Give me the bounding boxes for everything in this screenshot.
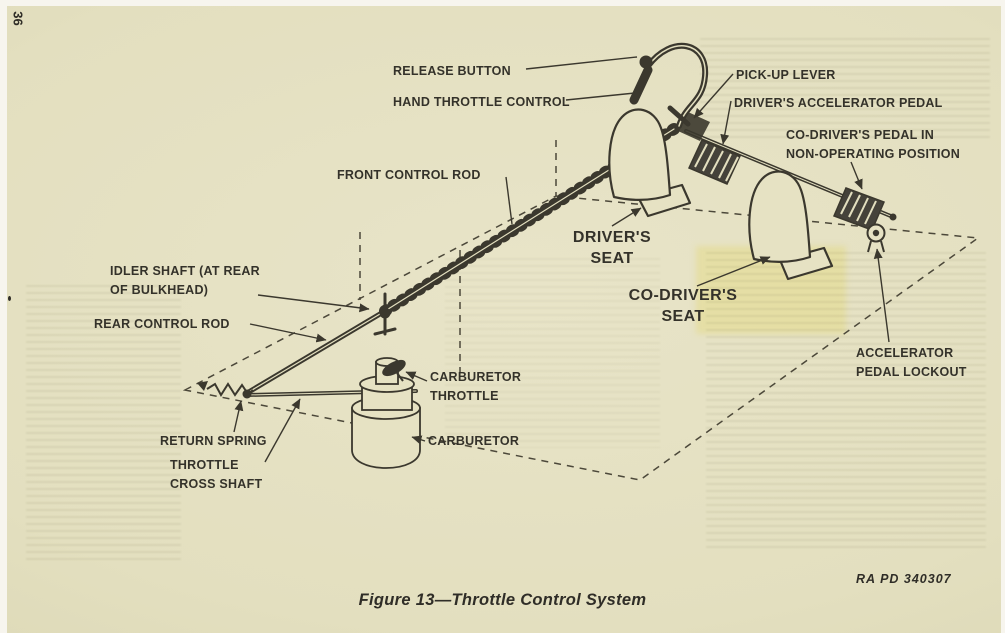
leader-idler-shaft	[257, 294, 370, 313]
co-drivers-seat-drawing	[748, 170, 834, 281]
leader-front-control-rod	[505, 176, 513, 225]
drivers-accelerator-pedal-drawing	[687, 139, 742, 185]
idler-shaft-drawing	[373, 292, 397, 336]
scan-speck	[8, 296, 11, 301]
pick-up-lever-part	[667, 105, 691, 127]
scan-edge	[1001, 0, 1005, 633]
label-accelerator-pedal-lockout: ACCELERATOR PEDAL LOCKOUT	[856, 346, 967, 379]
co-drivers-pedal-drawing	[832, 187, 886, 231]
leader-co-drivers-seat	[696, 256, 771, 287]
label-throttle-cross-shaft: THROTTLE CROSS SHAFT	[170, 458, 263, 491]
leader-release-button	[525, 56, 638, 70]
leader-carburetor	[411, 435, 426, 445]
leader-carburetor-throttle	[405, 371, 428, 382]
spring-anchor-arrow	[197, 381, 208, 391]
label-return-spring: RETURN SPRING	[160, 434, 267, 448]
figure-caption: Figure 13—Throttle Control System	[358, 591, 647, 609]
leader-return-spring	[233, 400, 244, 433]
label-front-control-rod: FRONT CONTROL ROD	[337, 168, 481, 182]
leader-pedal-lockout	[873, 248, 890, 343]
hand-throttle-assembly	[629, 42, 710, 141]
hand-throttle-handle	[629, 65, 653, 105]
plate-code: RA PD 340307	[856, 572, 952, 586]
label-co-drivers-seat: CO-DRIVER'S SEAT	[628, 287, 738, 325]
carburetor-throttle-lever	[382, 359, 406, 377]
floor-outline	[182, 140, 981, 481]
drivers-seat-drawing	[608, 108, 692, 218]
leader-throttle-cross-shaft	[264, 398, 301, 463]
leader-lines	[233, 56, 890, 463]
leader-rear-control-rod	[249, 323, 327, 343]
label-carburetor-throttle: CARBURETOR THROTTLE	[430, 370, 522, 403]
scan-edge	[0, 0, 7, 633]
leader-hand-throttle	[565, 92, 636, 101]
leader-drivers-pedal	[720, 100, 732, 145]
label-idler-shaft: IDLER SHAFT (AT REAR OF BULKHEAD)	[110, 264, 260, 297]
leader-co-drivers-pedal	[850, 161, 863, 190]
page-number: 36	[10, 11, 26, 26]
label-release-button: RELEASE BUTTON	[393, 64, 511, 78]
label-drivers-accelerator-pedal: DRIVER'S ACCELERATOR PEDAL	[734, 96, 943, 110]
accelerator-pedal-lockout-drawing	[866, 223, 886, 253]
label-pick-up-lever: PICK-UP LEVER	[736, 68, 836, 82]
label-carburetor: CARBURETOR	[428, 434, 520, 448]
leader-pick-up-lever	[693, 73, 734, 119]
label-co-drivers-pedal: CO-DRIVER'S PEDAL IN NON-OPERATING POSIT…	[786, 128, 961, 161]
release-button-knob	[639, 55, 653, 69]
label-hand-throttle-control: HAND THROTTLE CONTROL	[393, 95, 570, 109]
scan-edge	[0, 0, 1005, 6]
leader-drivers-seat	[611, 207, 642, 227]
label-drivers-seat: DRIVER'S SEAT	[572, 229, 652, 267]
label-rear-control-rod: REAR CONTROL ROD	[94, 317, 230, 331]
return-spring-drawing	[197, 381, 254, 397]
carburetor-drawing	[351, 357, 421, 469]
